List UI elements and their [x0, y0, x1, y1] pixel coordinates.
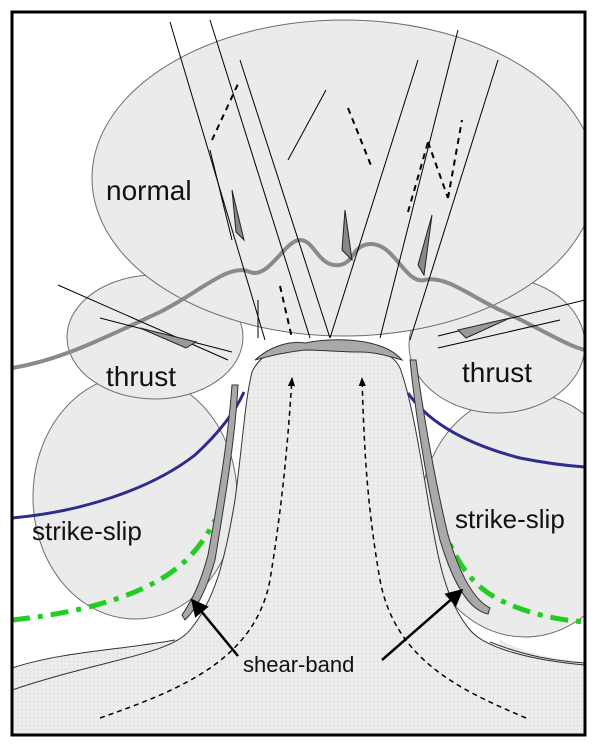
- label-thrust-left: thrust: [106, 361, 176, 392]
- label-strike-slip-left: strike-slip: [32, 516, 142, 546]
- label-normal: normal: [106, 175, 192, 206]
- label-shear-band: shear-band: [243, 652, 354, 677]
- label-thrust-right: thrust: [462, 357, 532, 388]
- label-strike-slip-right: strike-slip: [455, 504, 565, 534]
